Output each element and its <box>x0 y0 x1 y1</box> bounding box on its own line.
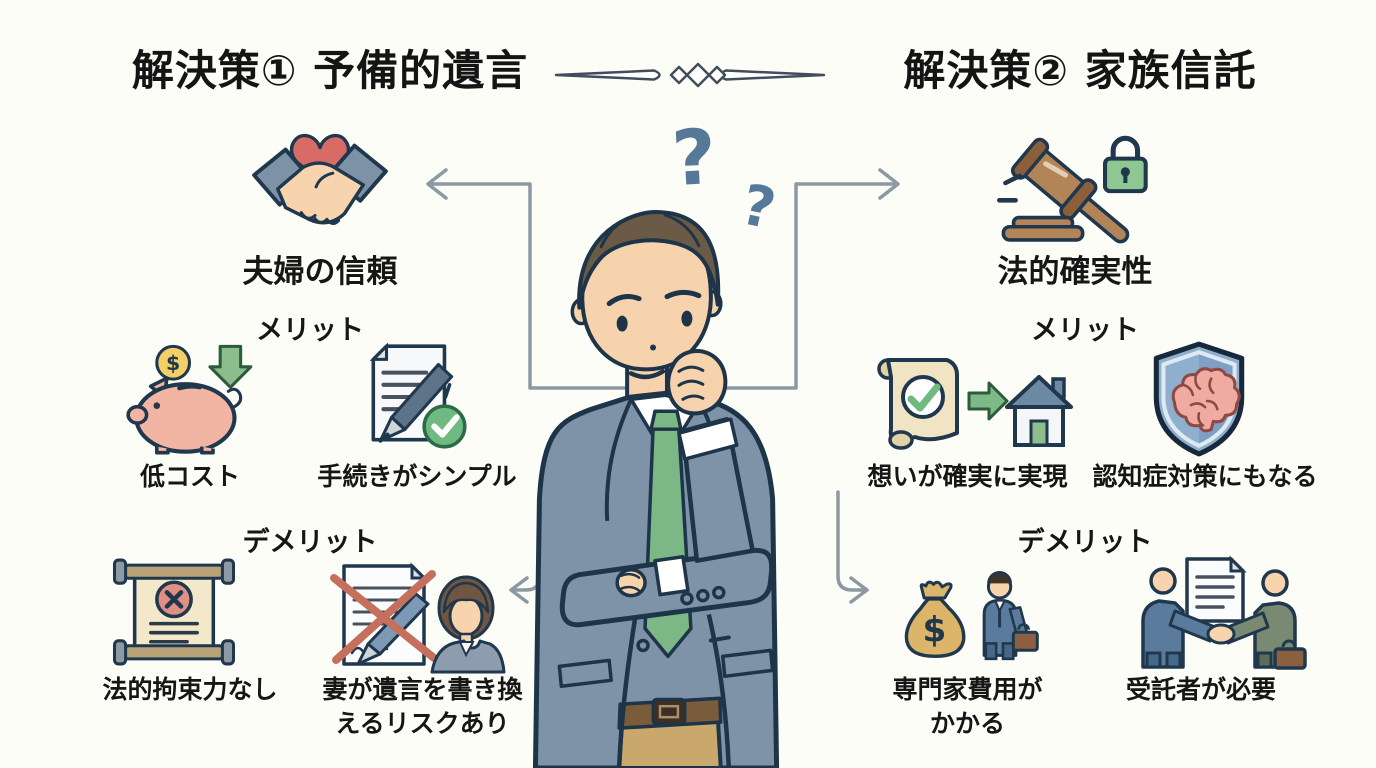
left-merit1-label: 低コスト <box>139 462 240 491</box>
right-keyword-label: 法的確実性 <box>997 254 1153 290</box>
gavel-lock-icon <box>993 120 1151 244</box>
scroll-check-house-icon <box>863 346 1073 456</box>
svg-text:$: $ <box>166 351 180 375</box>
piggy-bank-savings-icon: $ <box>120 340 258 455</box>
svg-text:$: $ <box>923 611 947 651</box>
left-demerit1-label: 法的拘束力なし <box>102 675 278 704</box>
scroll-rejected-icon <box>112 553 236 671</box>
solution2-title: 解決策② 家族信託 <box>903 46 1257 95</box>
thinking-man-illustration <box>515 200 805 768</box>
trustee-handshake-icon <box>1125 550 1315 670</box>
money-bag-expert-icon: $ <box>895 550 1045 670</box>
question-mark-large: ? <box>669 111 719 204</box>
right-merit-heading: メリット <box>1031 315 1139 346</box>
left-merit2-label: 手続きがシンプル <box>317 462 517 491</box>
handshake-heart-icon <box>245 122 395 242</box>
right-demerit2-label: 受託者が必要 <box>1125 675 1276 704</box>
left-demerit2-label: 妻が遺言を書き換 えるリスクあり <box>322 675 523 738</box>
right-merit1-label: 想いが確実に実現 <box>867 462 1068 491</box>
right-merit2-label: 認知症対策にもなる <box>1092 462 1318 491</box>
diamond-ornament-divider <box>550 60 830 90</box>
right-demerit-heading: デメリット <box>1017 527 1153 558</box>
right-demerit1-label: 専門家費用が かかる <box>892 675 1043 738</box>
shield-brain-icon <box>1140 338 1258 460</box>
left-keyword-label: 夫婦の信頼 <box>242 254 398 290</box>
crossed-will-wife-icon <box>315 556 506 674</box>
document-pen-check-icon <box>355 338 477 456</box>
left-merit-heading: メリット <box>256 315 364 346</box>
left-demerit-heading: デメリット <box>242 527 378 558</box>
solution1-title: 解決策① 予備的遺言 <box>131 46 529 95</box>
